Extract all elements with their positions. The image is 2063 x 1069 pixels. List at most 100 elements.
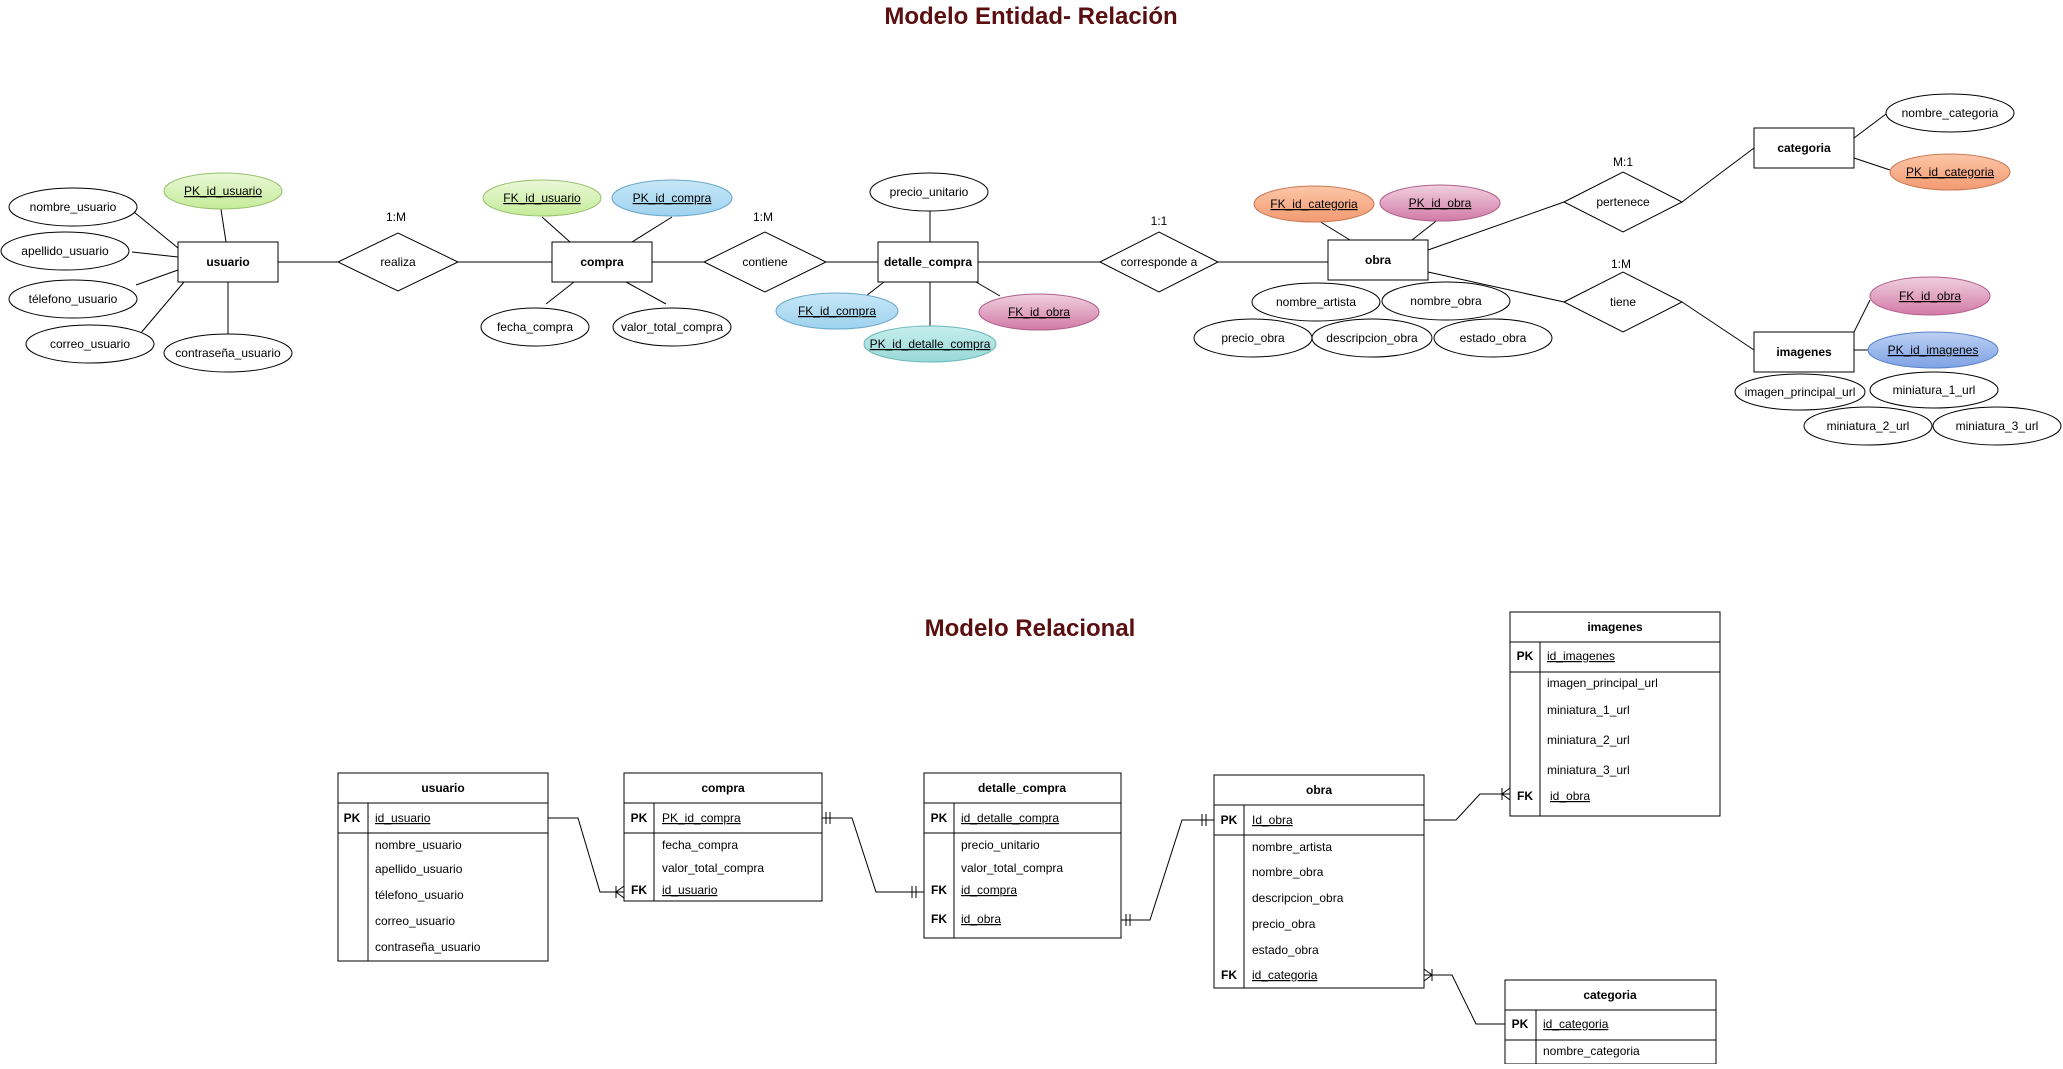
table-imagenes-field-1: imagen_principal_url bbox=[1547, 676, 1658, 690]
attr-nombre-categoria[interactable]: nombre_categoria bbox=[1885, 93, 2015, 133]
attr-categoria-pk[interactable]: PK_id_categoria bbox=[1889, 153, 2011, 191]
svg-text:nombre_obra: nombre_obra bbox=[1410, 294, 1482, 308]
attr-detalle-fk-compra[interactable]: FK_id_compra bbox=[775, 292, 899, 330]
table-categoria-key-0: PK bbox=[1512, 1017, 1529, 1031]
attr-apellido-usuario[interactable]: apellido_usuario bbox=[0, 231, 130, 271]
rel-usuario-compra bbox=[548, 817, 624, 893]
table-usuario-field-0: id_usuario bbox=[375, 811, 431, 825]
attr-descripcion-obra[interactable]: descripcion_obra bbox=[1311, 318, 1433, 358]
attr-telefono-usuario[interactable]: télefono_usuario bbox=[8, 279, 138, 319]
entity-detalle-compra-label: detalle_compra bbox=[884, 255, 972, 269]
relationship-realiza[interactable]: realiza 1:M bbox=[336, 210, 460, 292]
table-obra[interactable]: obra PK Id_obra nombre_artista nombre_ob… bbox=[1213, 774, 1425, 989]
attr-imagenes-fk-obra[interactable]: FK_id_obra bbox=[1869, 276, 1991, 316]
attr-imagenes-pk[interactable]: PK_id_imagenes bbox=[1867, 331, 1999, 369]
svg-text:FK_id_categoria: FK_id_categoria bbox=[1270, 197, 1358, 211]
cardinality-tiene: 1:M bbox=[1611, 257, 1631, 271]
relationship-contiene[interactable]: contiene 1:M bbox=[702, 210, 828, 293]
svg-text:miniatura_2_url: miniatura_2_url bbox=[1827, 419, 1910, 433]
attr-detalle-pk[interactable]: PK_id_detalle_compra bbox=[863, 325, 997, 363]
svg-text:contraseña_usuario: contraseña_usuario bbox=[175, 346, 281, 360]
attr-detalle-fk-obra[interactable]: FK_id_obra bbox=[978, 293, 1100, 331]
table-imagenes[interactable]: imagenes PK id_imagenes imagen_principal… bbox=[1509, 611, 1721, 817]
attr-fecha-compra[interactable]: fecha_compra bbox=[480, 307, 590, 347]
attr-compra-pk[interactable]: PK_id_compra bbox=[611, 179, 733, 217]
attr-precio-unitario[interactable]: precio_unitario bbox=[869, 172, 989, 212]
table-imagenes-field-3: miniatura_2_url bbox=[1547, 733, 1630, 747]
table-imagenes-key-0: PK bbox=[1517, 649, 1534, 663]
cardinality-realiza: 1:M bbox=[386, 210, 406, 224]
attr-estado-obra[interactable]: estado_obra bbox=[1433, 318, 1553, 358]
table-categoria-name: categoria bbox=[1583, 988, 1637, 1002]
svg-text:nombre_artista: nombre_artista bbox=[1276, 295, 1356, 309]
attr-correo-usuario[interactable]: correo_usuario bbox=[25, 324, 155, 364]
entity-detalle-compra[interactable]: detalle_compra bbox=[877, 241, 979, 283]
attr-obra-pk[interactable]: PK_id_obra bbox=[1379, 184, 1501, 222]
table-usuario-key-0: PK bbox=[344, 811, 361, 825]
attr-miniatura-3-url[interactable]: miniatura_3_url bbox=[1932, 406, 2062, 446]
conn-apellido-usuario bbox=[131, 251, 179, 258]
entity-imagenes[interactable]: imagenes bbox=[1753, 331, 1855, 373]
attr-precio-obra[interactable]: precio_obra bbox=[1193, 318, 1313, 358]
entity-usuario-label: usuario bbox=[206, 255, 249, 269]
svg-text:nombre_categoria: nombre_categoria bbox=[1902, 106, 1999, 120]
conn-obra-pertenece bbox=[1427, 201, 1565, 251]
conn-obra-tiene bbox=[1427, 271, 1565, 303]
attr-miniatura-2-url[interactable]: miniatura_2_url bbox=[1803, 406, 1933, 446]
relationship-tiene[interactable]: tiene 1:M bbox=[1562, 257, 1684, 333]
entity-compra[interactable]: compra bbox=[551, 241, 653, 283]
attr-nombre-obra[interactable]: nombre_obra bbox=[1381, 281, 1511, 321]
table-imagenes-field-0: id_imagenes bbox=[1547, 649, 1615, 663]
relationship-corresponde[interactable]: corresponde a 1:1 bbox=[1098, 214, 1220, 293]
entity-obra[interactable]: obra bbox=[1327, 239, 1429, 281]
attr-miniatura-1-url[interactable]: miniatura_1_url bbox=[1869, 371, 1999, 409]
table-obra-field-5: estado_obra bbox=[1252, 943, 1319, 957]
table-usuario[interactable]: usuario PK id_usuario nombre_usuario ape… bbox=[337, 772, 549, 962]
table-compra-field-2: valor_total_compra bbox=[662, 861, 764, 875]
table-detalle-compra-field-0: id_detalle_compra bbox=[961, 811, 1059, 825]
table-obra-key-6: FK bbox=[1221, 968, 1237, 982]
svg-text:PK_id_imagenes: PK_id_imagenes bbox=[1888, 343, 1979, 357]
relationship-pertenece[interactable]: pertenece M:1 bbox=[1562, 155, 1684, 233]
table-imagenes-field-4: miniatura_3_url bbox=[1547, 763, 1630, 777]
attr-nombre-usuario[interactable]: nombre_usuario bbox=[8, 187, 138, 227]
conn-detalle-fk-compra bbox=[865, 281, 885, 297]
conn-imagenes-fk-obra bbox=[1853, 299, 1871, 333]
attr-valor-total-compra[interactable]: valor_total_compra bbox=[612, 307, 732, 347]
table-compra-field-1: fecha_compra bbox=[662, 838, 738, 852]
entity-usuario[interactable]: usuario bbox=[177, 241, 279, 283]
table-detalle-compra[interactable]: detalle_compra PK id_detalle_compra prec… bbox=[923, 772, 1122, 939]
conn-categoria-pk bbox=[1853, 157, 1891, 171]
attr-compra-fk-usuario[interactable]: FK_id_usuario bbox=[482, 179, 602, 217]
svg-text:nombre_usuario: nombre_usuario bbox=[30, 200, 117, 214]
svg-text:FK_id_obra: FK_id_obra bbox=[1008, 305, 1070, 319]
rel-obra-imagenes bbox=[1424, 793, 1510, 821]
table-detalle-compra-name: detalle_compra bbox=[978, 781, 1066, 795]
table-compra-name: compra bbox=[701, 781, 745, 795]
attr-usuario-pk[interactable]: PK_id_usuario bbox=[163, 172, 283, 210]
table-detalle-compra-field-3: id_compra bbox=[961, 883, 1017, 897]
table-categoria-field-0: id_categoria bbox=[1543, 1017, 1609, 1031]
conn-telefono-usuario bbox=[135, 269, 179, 286]
attr-nombre-artista[interactable]: nombre_artista bbox=[1251, 282, 1381, 322]
table-detalle-compra-key-4: FK bbox=[931, 912, 947, 926]
cardinality-pertenece: M:1 bbox=[1613, 155, 1633, 169]
entity-compra-label: compra bbox=[580, 255, 624, 269]
conn-detalle-fk-obra bbox=[975, 281, 1001, 297]
entity-categoria[interactable]: categoria bbox=[1753, 127, 1855, 169]
table-obra-field-1: nombre_artista bbox=[1252, 840, 1332, 854]
entity-obra-label: obra bbox=[1365, 253, 1391, 267]
table-categoria[interactable]: categoria PK id_categoria nombre_categor… bbox=[1504, 979, 1717, 1065]
table-usuario-field-2: apellido_usuario bbox=[375, 862, 463, 876]
table-compra[interactable]: compra PK PK_id_compra fecha_compra valo… bbox=[623, 772, 823, 902]
svg-text:valor_total_compra: valor_total_compra bbox=[621, 320, 723, 334]
svg-text:FK_id_usuario: FK_id_usuario bbox=[503, 191, 581, 205]
table-usuario-name: usuario bbox=[421, 781, 464, 795]
attr-contrasena-usuario[interactable]: contraseña_usuario bbox=[163, 333, 293, 373]
table-obra-field-2: nombre_obra bbox=[1252, 865, 1324, 879]
table-obra-field-0: Id_obra bbox=[1252, 813, 1293, 827]
attr-imagen-principal-url[interactable]: imagen_principal_url bbox=[1734, 373, 1866, 411]
attr-obra-fk-categoria[interactable]: FK_id_categoria bbox=[1253, 185, 1375, 223]
